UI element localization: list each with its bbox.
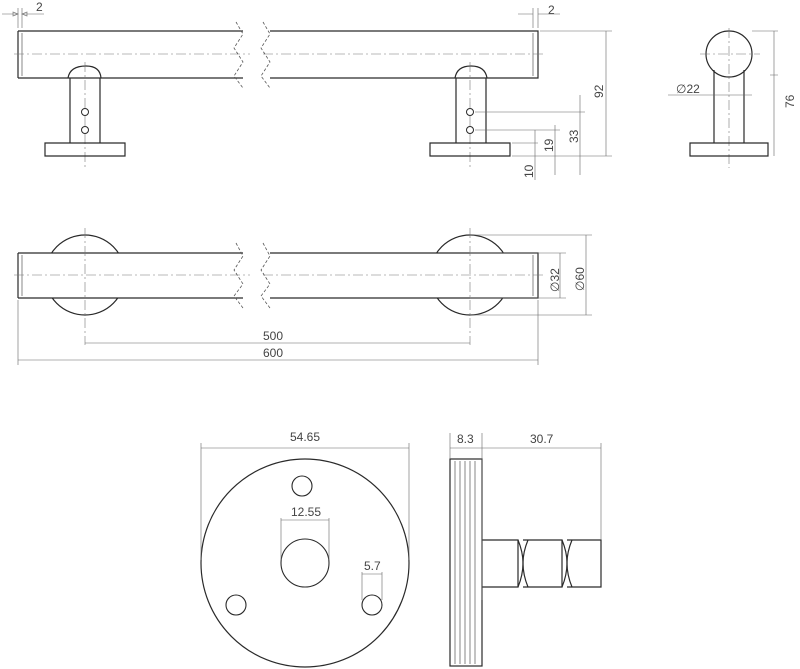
screw-hole-icon xyxy=(291,475,313,497)
center-hole xyxy=(280,538,330,588)
screw-hole-icon xyxy=(225,594,247,616)
dim-center-distance: 500 xyxy=(263,329,283,343)
dim-bar-diameter: ∅32 xyxy=(548,268,562,292)
dim-screw-upper: 33 xyxy=(567,129,581,143)
screw-hole-icon xyxy=(466,108,474,116)
dim-height-total: 92 xyxy=(592,84,606,98)
plate-side-view: 8.3 30.7 xyxy=(449,432,602,667)
front-right-post xyxy=(429,62,511,168)
front-bar xyxy=(14,21,545,89)
dim-center-hole: 12.55 xyxy=(291,505,321,519)
dim-post-diameter: ∅22 xyxy=(676,82,700,96)
front-left-post xyxy=(44,62,126,168)
screw-hole-icon xyxy=(361,594,383,616)
dim-rosette-diameter: ∅60 xyxy=(573,267,587,291)
screw-hole-icon xyxy=(466,126,474,134)
dim-side-height: 76 xyxy=(783,94,797,108)
dim-screw-hole: 5.7 xyxy=(364,559,381,573)
dim-offset-right: 2 xyxy=(548,3,555,17)
screw-hole-icon xyxy=(81,126,89,134)
screw-hole-icon xyxy=(81,108,89,116)
dim-offset-left: 2 xyxy=(36,0,43,14)
plate-view: 54.65 12.55 5.7 xyxy=(200,430,410,668)
dim-base-thickness: 10 xyxy=(522,164,536,178)
top-view: ∅32 ∅60 500 600 xyxy=(14,228,592,365)
front-view: 2 2 92 33 19 10 xyxy=(2,0,612,180)
dim-plate-thickness: 8.3 xyxy=(457,432,474,446)
dim-screw-lower: 19 xyxy=(542,138,556,152)
dim-plate-diameter: 54.65 xyxy=(290,430,320,444)
dim-overall-length: 600 xyxy=(263,346,283,360)
dim-post-length: 30.7 xyxy=(530,432,554,446)
side-view: ∅22 76 xyxy=(668,28,797,168)
